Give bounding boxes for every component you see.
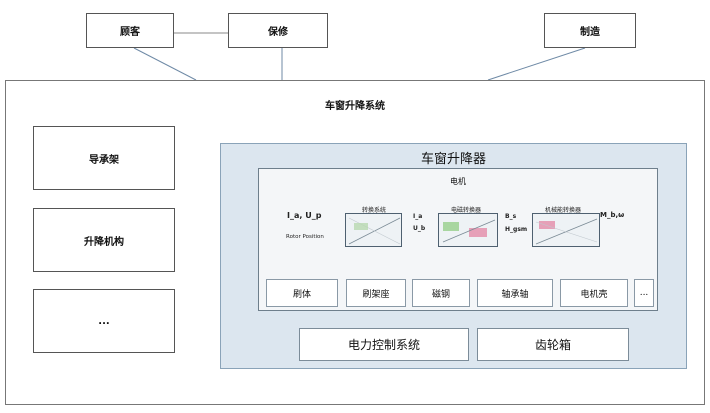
stakeholder-link-line	[133, 47, 197, 81]
converter-2-graph	[442, 219, 496, 243]
part-motor-housing: 电机壳	[560, 279, 628, 307]
component-label: ...	[98, 315, 110, 327]
component-more: ...	[33, 289, 175, 353]
system-title: 车窗升降系统	[325, 101, 385, 112]
signal-1: I_a	[413, 213, 423, 220]
signal-3: B_s	[505, 213, 517, 220]
component-label: 导承架	[89, 154, 119, 166]
part-magnet: 磁钢	[412, 279, 470, 307]
converter-3-block	[532, 213, 600, 247]
signal-2: U_b	[413, 225, 426, 232]
signal-4: H_gsm	[505, 226, 528, 233]
part-label: 刷体	[292, 289, 311, 300]
power-control-label: 电力控制系统	[347, 338, 420, 352]
converter-1-block	[345, 213, 402, 247]
converter-1-graph	[348, 217, 401, 245]
part-label: 磁钢	[431, 289, 450, 300]
component-label: 升降机构	[84, 236, 124, 248]
gearbox: 齿轮箱	[477, 328, 629, 361]
stakeholder-label: 保修	[268, 27, 288, 38]
input-label: I_a, U_p	[287, 211, 322, 220]
motor-title: 电机	[450, 177, 466, 186]
stakeholder-customer: 顾客	[86, 13, 174, 48]
stakeholder-warranty: 保修	[228, 13, 328, 48]
stakeholder-manufacturing: 制造	[544, 13, 636, 48]
component-lift-mechanism: 升降机构	[33, 208, 175, 272]
stakeholder-link-line	[487, 47, 586, 81]
rotor-position-label: Rotor Position	[286, 234, 324, 240]
part-bearing-shaft: 轴承轴	[477, 279, 553, 307]
converter-3-graph	[535, 218, 598, 245]
converter-2-label: 电磁转换器	[451, 207, 482, 214]
output-label: M_b,ω	[600, 211, 625, 219]
converter-1-label: 转换系统	[362, 207, 387, 214]
part-label: 刷架座	[362, 289, 390, 300]
part-brush-body: 刷体	[266, 279, 338, 307]
part-brush-holder: 刷架座	[346, 279, 406, 307]
part-more: ...	[634, 279, 654, 307]
component-guide-frame: 导承架	[33, 126, 175, 190]
stakeholder-label: 制造	[580, 27, 600, 38]
part-label: 轴承轴	[501, 289, 529, 300]
part-label: ...	[639, 288, 649, 298]
gearbox-label: 齿轮箱	[534, 338, 571, 352]
converter-2-block	[438, 213, 498, 247]
power-control-system: 电力控制系统	[299, 328, 469, 361]
part-label: 电机壳	[580, 289, 608, 300]
regulator-title: 车窗升降器	[420, 152, 486, 167]
stakeholder-label: 顾客	[120, 27, 140, 38]
converter-3-label: 机械能转换器	[545, 207, 582, 214]
